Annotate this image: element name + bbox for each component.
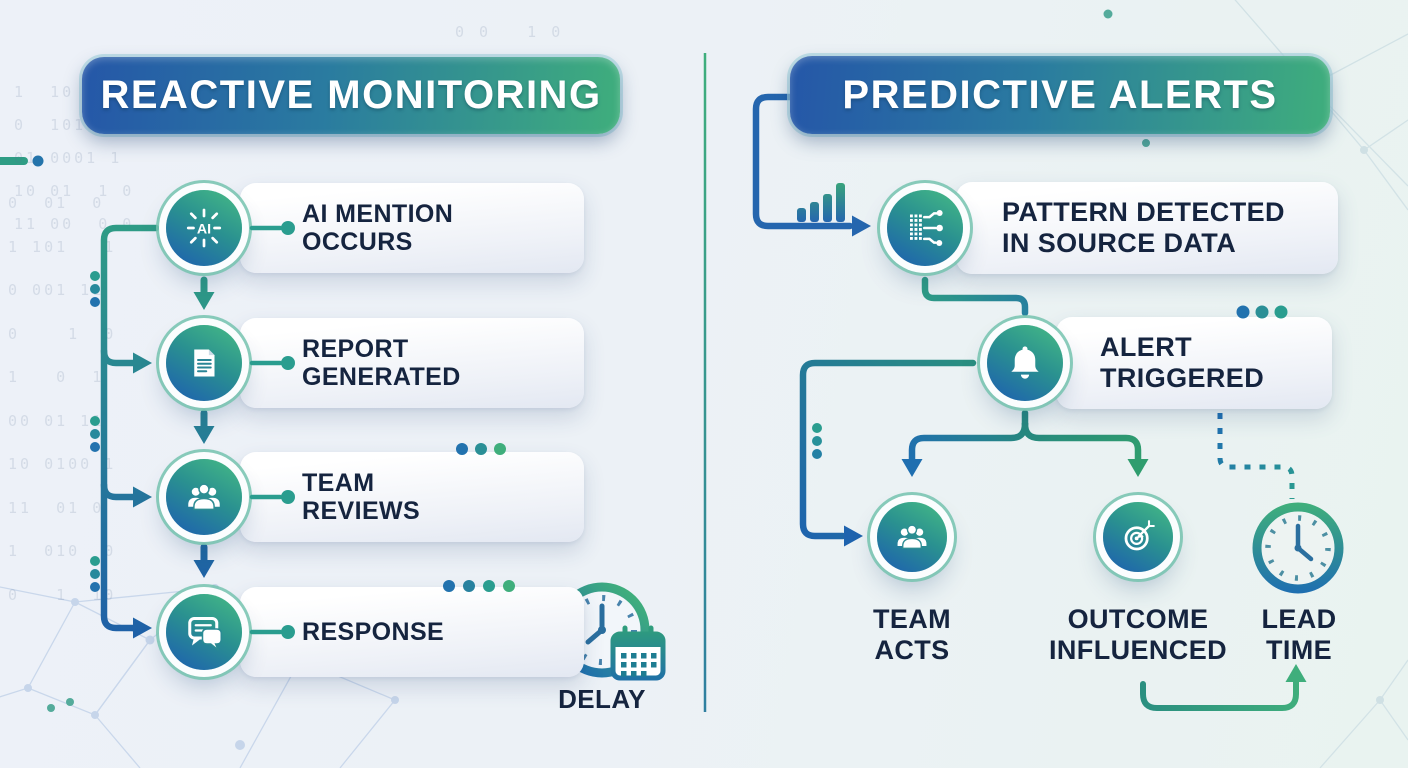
rail-dot-groups [90, 271, 100, 592]
node-alert-triggered [987, 325, 1063, 401]
node-response [166, 594, 242, 670]
node-report-generated [166, 325, 242, 401]
accent-dot-row-alert [1236, 305, 1288, 319]
step-label: ALERT [1100, 332, 1192, 363]
label-delay: DELAY [540, 684, 664, 714]
outcome-label-line: TEAM [872, 604, 952, 634]
teamacts-arrowhead [901, 459, 923, 477]
reactive-monitoring-banner: REACTIVE MONITORING [82, 57, 620, 134]
bell-icon [1011, 346, 1039, 379]
node-pattern-detected [887, 190, 963, 266]
label-outcome-influenced: OUTCOME INFLUENCED [1028, 604, 1248, 667]
delay-label-text: DELAY [558, 684, 646, 714]
outcome-label-line: OUTCOME [1067, 604, 1209, 634]
step-label: OCCURS [302, 228, 413, 256]
accent-dot-row-team-reviews [456, 443, 506, 455]
alert-to-teamacts-loop [799, 359, 977, 547]
report-document-icon [194, 349, 215, 377]
alert-to-leadtime-dashed-link [1217, 413, 1295, 499]
step-card-response: RESPONSE [240, 587, 584, 677]
left-panel-title: REACTIVE MONITORING [100, 73, 602, 117]
right-panel-title: PREDICTIVE ALERTS [842, 72, 1278, 117]
step-card-pattern-detected: PATTERN DETECTED IN SOURCE DATA [956, 182, 1338, 274]
node-outcome-influenced [1103, 502, 1173, 572]
card-connector-dots [281, 221, 295, 639]
calendar-grid [621, 653, 657, 677]
left-rail-arrowheads [133, 352, 152, 639]
data-pattern-icon [910, 210, 943, 246]
step-down-arrowheads [193, 292, 215, 578]
step-card-report: REPORT GENERATED [240, 318, 584, 408]
outcome-label-line: INFLUENCED [1049, 635, 1227, 666]
ai-icon-text: AI [197, 221, 211, 237]
step-label: RESPONSE [302, 617, 445, 646]
label-team-acts: TEAM ACTS [822, 604, 1002, 667]
accent-dot-row-response [443, 580, 515, 592]
ai-burst-icon: AI [186, 208, 222, 248]
step-label: TEAM [302, 468, 375, 497]
step-label: IN SOURCE DATA [1002, 228, 1237, 258]
chat-bubbles-icon [188, 617, 222, 651]
outcome-label-line: LEAD [1261, 604, 1337, 634]
step-card-team-reviews: TEAM REVIEWS [240, 452, 584, 542]
edge-accent [0, 155, 44, 167]
step-card-alert-triggered: ALERT TRIGGERED [1056, 317, 1332, 409]
pattern-to-alert-connector [921, 276, 1029, 317]
step-label: GENERATED [302, 363, 461, 391]
outcome-arrowhead [1127, 459, 1149, 477]
node-team-acts [877, 502, 947, 572]
team-icon [188, 483, 220, 511]
label-lead-time: LEAD TIME [1244, 604, 1354, 667]
card-connector-lines [249, 225, 283, 635]
teal-accent-dots [47, 9, 1150, 712]
step-label: REVIEWS [302, 497, 421, 525]
step-label: REPORT [302, 334, 409, 363]
delay-calendar-icon [610, 625, 666, 681]
node-ai-mention: AI [166, 190, 242, 266]
team-icon [897, 524, 927, 550]
alert-split-connector [908, 409, 1142, 464]
step-label: PATTERN DETECTED [1002, 197, 1285, 228]
outcome-to-leadtime-arrow [1140, 664, 1307, 711]
step-label: TRIGGERED [1100, 363, 1265, 393]
step-card-ai-mention: AI MENTION OCCURS [240, 183, 584, 273]
outcome-label-line: ACTS [874, 635, 950, 666]
step-label: AI MENTION [302, 199, 454, 228]
banner-feed-connector [752, 93, 871, 237]
lead-time-clock-icon [1252, 502, 1344, 594]
bar-chart-icon [797, 183, 845, 222]
target-icon [1124, 520, 1155, 551]
left-flow-rail [100, 224, 160, 632]
outcome-label-line: TIME [1265, 635, 1333, 666]
node-team-reviews [166, 459, 242, 535]
predictive-alerts-banner: PREDICTIVE ALERTS [790, 56, 1330, 134]
